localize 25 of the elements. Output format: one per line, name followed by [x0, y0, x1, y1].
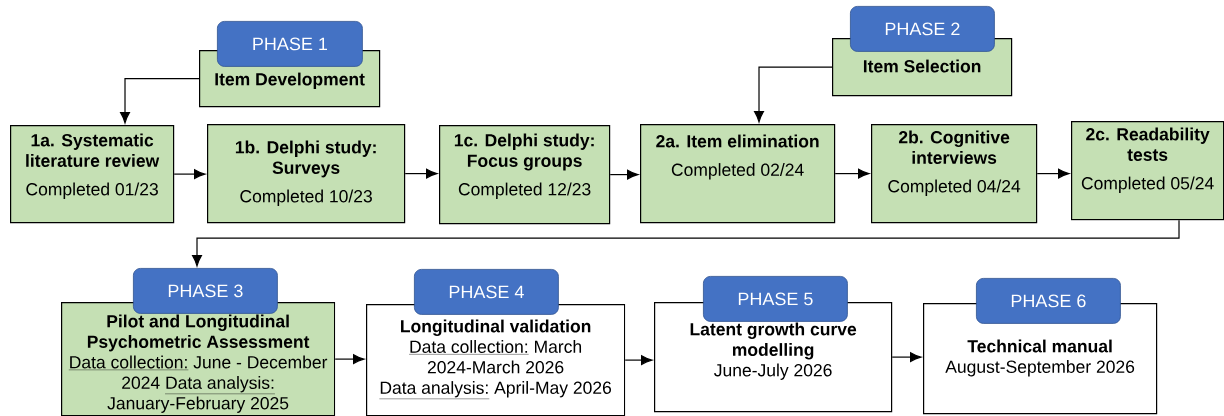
- arrow: [404, 168, 438, 179]
- arrow: [1036, 168, 1070, 179]
- arrow: [834, 168, 870, 179]
- arrow: [192, 219, 1180, 267]
- phase-tag: PHASE 1: [217, 21, 363, 67]
- step-box: 1c. Delphi study: Focus groups Completed 12/23: [439, 125, 611, 225]
- step-box: 1b. Delphi study: Surveys Completed 10/23: [207, 124, 406, 224]
- step-box: 2a. Item elimination Completed 02/24: [640, 124, 836, 224]
- phase-tag: PHASE 3: [133, 268, 278, 314]
- phase-box: Longitudinal validation Data collection: March 2024-March 2026 Data analysis: April-May 2026: [366, 304, 626, 416]
- step-box: 2b. Cognitive interviews Completed 04/24: [871, 124, 1038, 224]
- arrow: [624, 355, 653, 366]
- phase-tag: PHASE 4: [414, 269, 559, 315]
- arrow: [120, 78, 200, 124]
- step-box: 1a. Systematic literature review Completed 01/23: [10, 125, 175, 224]
- step-box: 2c. Readability tests Completed 05/24: [1071, 121, 1224, 221]
- arrow: [609, 169, 639, 180]
- arrow: [173, 169, 206, 180]
- arrow: [334, 354, 365, 365]
- phase-tag: PHASE 6: [976, 278, 1121, 324]
- arrow: [891, 352, 922, 363]
- phase-tag: PHASE 5: [703, 276, 848, 322]
- phase-tag: PHASE 2: [850, 6, 995, 52]
- phase-box: Pilot and Longitudinal Psychometric Assessment Data collection: June - December 2024 Data analysis: January-February 2025: [61, 302, 336, 416]
- arrow: [754, 66, 833, 123]
